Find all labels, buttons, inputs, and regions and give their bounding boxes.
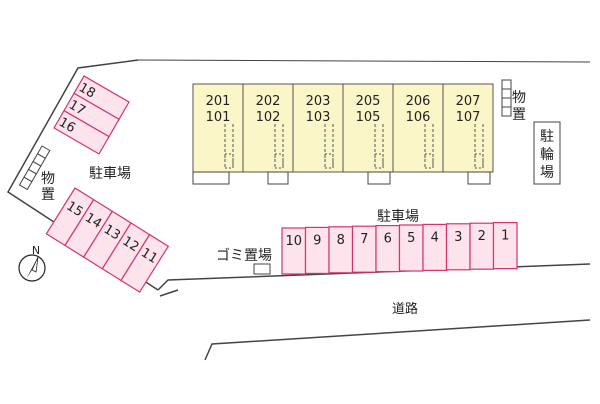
parking-stall-number: 6 <box>384 232 392 247</box>
road-edge <box>204 319 591 361</box>
porch-boxes <box>192 171 491 185</box>
garbage-label: ゴミ置場 <box>216 247 272 264</box>
storage-box <box>501 88 512 99</box>
parking-stall-number: 12 <box>120 234 142 255</box>
entrance-step <box>374 153 384 169</box>
unit-upper-number: 205 <box>356 94 381 109</box>
parking-stall-number: 11 <box>138 245 160 266</box>
parking-stall-number: 14 <box>82 210 104 231</box>
entrance-marks <box>224 124 484 169</box>
parking-stall-number: 5 <box>407 231 415 246</box>
garbage-area: ゴミ置場 <box>216 247 272 275</box>
storage-right: 物 置 <box>501 79 526 123</box>
parking-stall-number: 3 <box>454 230 462 245</box>
parking-stall-number: 15 <box>64 199 86 220</box>
road-edge-left <box>159 289 179 297</box>
parking-stall <box>492 222 518 270</box>
bicycle-parking: 駐 輪 場 <box>533 121 561 185</box>
parking-stall-number: 18 <box>76 80 98 101</box>
storage-box <box>501 97 512 108</box>
storage-box <box>18 176 33 191</box>
entrance-step <box>224 153 234 169</box>
porch-box <box>367 171 391 185</box>
unit-lower-number: 102 <box>256 110 281 125</box>
unit-upper-number: 206 <box>406 94 431 109</box>
unit-lower-number: 107 <box>456 110 481 125</box>
bicycle-parking-label-3: 場 <box>540 165 554 181</box>
porch-box <box>267 171 289 185</box>
storage-left <box>18 145 51 191</box>
storage-left-label-2: 置 <box>41 187 55 203</box>
storage-right-label-2: 置 <box>512 107 526 123</box>
unit-upper-number: 201 <box>206 94 231 109</box>
bicycle-parking-label-1: 駐 <box>540 129 554 145</box>
parking-stall <box>53 109 110 155</box>
parking-stall-number: 10 <box>285 234 302 249</box>
parking-stall-number: 2 <box>478 229 486 244</box>
parking-stall-number: 16 <box>56 115 78 136</box>
bicycle-parking-box <box>533 121 561 185</box>
porch-box <box>192 171 230 185</box>
parking-stall-number: 1 <box>501 229 509 244</box>
entrance-step <box>424 153 434 169</box>
parking-stall-number: 9 <box>313 233 321 248</box>
unit-lower-number: 105 <box>356 110 381 125</box>
unit-dividers <box>242 84 444 172</box>
parking-stall <box>120 233 170 293</box>
entrance-step <box>274 153 284 169</box>
storage-left-label-1: 物 <box>41 171 55 187</box>
road-label: 道路 <box>392 301 418 317</box>
storage-right-label-1: 物 <box>512 90 526 106</box>
parking-stall-number: 7 <box>360 232 368 247</box>
parking-left-label: 駐車場 <box>89 165 131 182</box>
north-arrow-icon: N <box>18 244 46 282</box>
unit-lower-number: 106 <box>406 110 431 125</box>
storage-box <box>501 79 512 90</box>
garbage-box <box>253 263 271 275</box>
unit-upper-number: 207 <box>456 94 481 109</box>
unit-lower-number: 101 <box>206 110 231 125</box>
parking-stall-number: 17 <box>66 98 88 119</box>
porch-box <box>467 171 491 185</box>
bicycle-parking-label-2: 輪 <box>540 146 554 163</box>
entrance-step <box>324 153 334 169</box>
parking-right-label: 駐車場 <box>377 208 419 225</box>
unit-upper-number: 202 <box>256 94 281 109</box>
unit-lower-number: 103 <box>306 110 331 125</box>
compass-label: N <box>32 244 40 257</box>
lot-boundary-north <box>137 59 591 63</box>
parking-stall-number: 8 <box>337 233 345 248</box>
parking-stall-number: 4 <box>431 230 439 245</box>
storage-box <box>501 106 512 117</box>
entrance-step <box>474 153 484 169</box>
parking-stall-number: 13 <box>101 222 123 243</box>
unit-upper-number: 203 <box>306 94 331 109</box>
